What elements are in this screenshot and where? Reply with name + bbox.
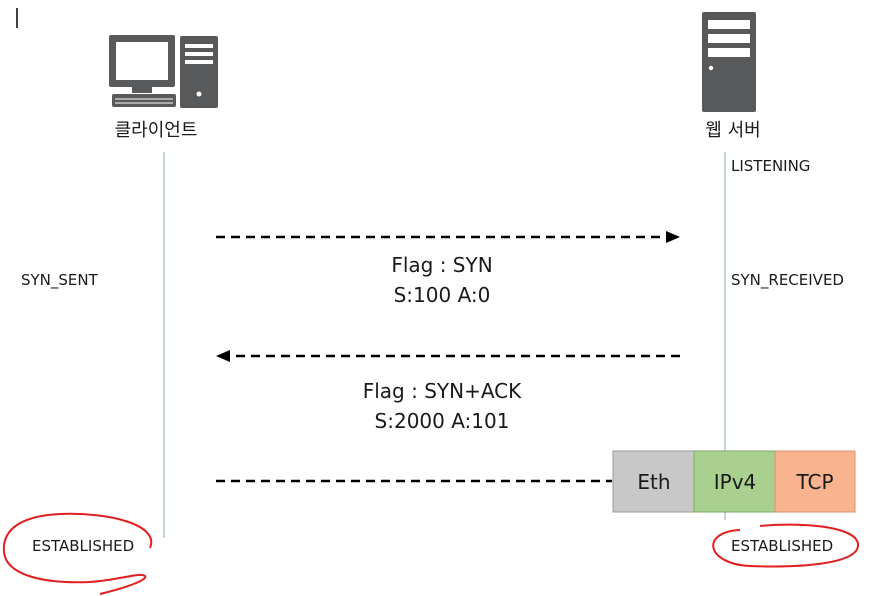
packet: Eth IPv4 TCP [612, 450, 856, 513]
state-established-client: ESTABLISHED [32, 537, 134, 555]
server-tower-icon [702, 12, 756, 112]
state-syn-sent: SYN_SENT [21, 271, 99, 290]
server-established-highlight [712, 523, 860, 568]
synack-arrowhead [216, 350, 230, 362]
packet-layer-ipv4 [693, 450, 776, 513]
client-established-highlight [2, 512, 153, 595]
synack-seq-label: S:2000 A:101 [375, 409, 510, 433]
syn-arrowhead [666, 231, 680, 243]
server-label: 웹 서버 [705, 120, 760, 141]
packet-layer-eth-label: Eth [637, 470, 670, 494]
desktop-computer-icon [109, 35, 218, 108]
state-listening: LISTENING [731, 157, 810, 175]
packet-layer-tcp [774, 450, 856, 513]
state-established-server: ESTABLISHED [731, 537, 833, 555]
packet-layer-eth [612, 450, 695, 513]
state-syn-received: SYN_RECEIVED [731, 271, 844, 290]
synack-flag-label: Flag : SYN+ACK [363, 379, 522, 403]
syn-flag-label: Flag : SYN [391, 253, 492, 277]
packet-layer-ipv4-label: IPv4 [714, 470, 757, 494]
packet-layer-tcp-label: TCP [795, 470, 833, 494]
client-label: 클라이언트 [115, 120, 198, 141]
syn-seq-label: S:100 A:0 [394, 283, 491, 307]
